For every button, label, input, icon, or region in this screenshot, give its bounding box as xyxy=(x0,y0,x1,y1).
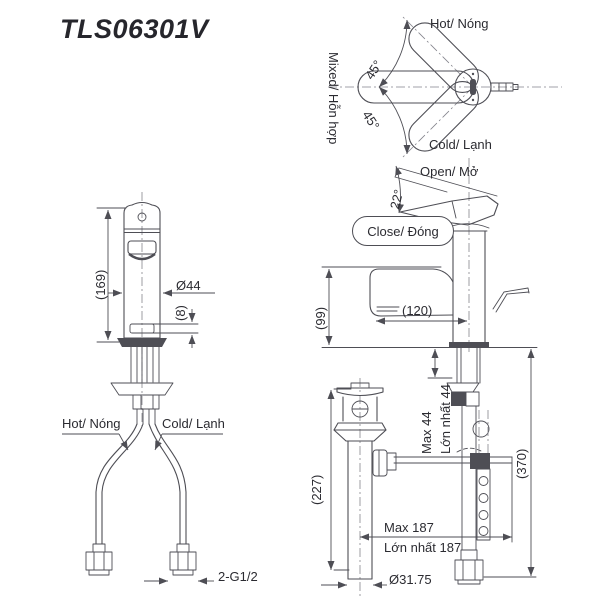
close-label: Close/ Đóng xyxy=(367,223,439,239)
dim-drain-diameter: Ø31.75 xyxy=(389,572,432,587)
dim-rod-max-en: Max 187 xyxy=(384,520,434,535)
model-number: TLS06301V xyxy=(60,14,209,44)
dim-deck-max-en: Max 44 xyxy=(419,411,434,454)
dim-rod-max-vi: Lớn nhất 187 xyxy=(384,540,462,555)
cold-label-front-view: Cold/ Lạnh xyxy=(162,416,225,431)
cold-label-top-view: Cold/ Lạnh xyxy=(429,137,492,152)
front-view-drawing xyxy=(62,192,223,585)
dim-spout-height: (99) xyxy=(313,306,328,330)
dim-total-height: (370) xyxy=(514,448,529,479)
dim-spout-reach: (120) xyxy=(402,303,433,318)
dim-thread-size: 2-G1/2 xyxy=(218,569,258,584)
drain-drawing xyxy=(333,378,397,596)
side-view-drawing xyxy=(321,158,538,585)
side-view-dimensions xyxy=(321,266,537,589)
top-view-drawing xyxy=(328,14,562,160)
open-label: Open/ Mở xyxy=(420,164,479,179)
dim-deck-max-vi: Lớn nhất 44 xyxy=(438,384,453,454)
close-label-bubble: Close/ Đóng xyxy=(352,216,454,246)
mixed-label: Mixed/ Hỗn hợp xyxy=(326,52,341,145)
hot-label-front-view: Hot/ Nóng xyxy=(62,416,121,431)
hot-label-top-view: Hot/ Nóng xyxy=(430,16,489,31)
dim-outlet-height: (8) xyxy=(173,305,188,321)
dim-body-height: (169) xyxy=(93,269,108,300)
dim-drain-height: (227) xyxy=(309,474,324,505)
dim-body-diameter: Ø44 xyxy=(176,278,201,293)
